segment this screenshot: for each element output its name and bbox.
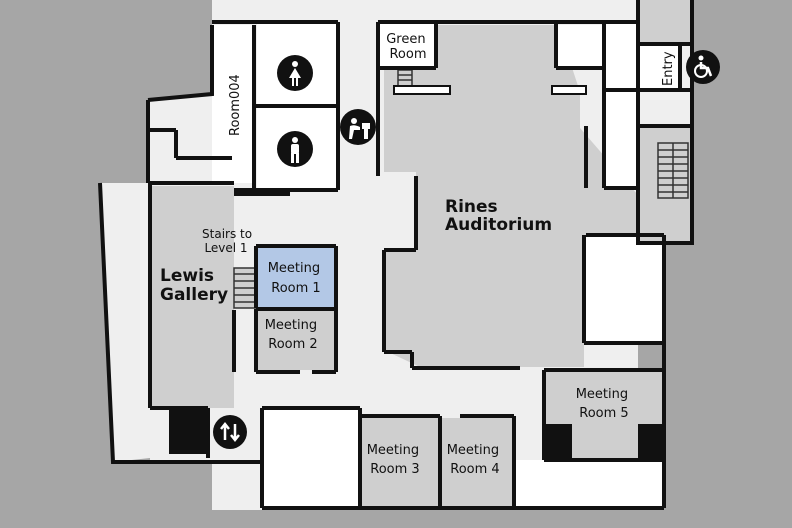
room-south-west (262, 408, 358, 508)
green-room-wing (558, 25, 604, 70)
meeting-room-5-label: Meeting Room 5 (576, 387, 633, 421)
room-east-3 (605, 22, 637, 90)
walls (98, 0, 694, 510)
meeting-room-1-label: Meeting Room 1 (268, 261, 325, 296)
column-block-right (638, 424, 664, 460)
stage-edge-right (551, 85, 587, 95)
room-east-2 (605, 92, 637, 187)
room-south-east (514, 460, 664, 508)
green-room[interactable] (380, 23, 436, 70)
auditorium-label: Rines Auditorium (445, 197, 552, 235)
meeting-room-1[interactable] (257, 248, 335, 308)
meeting-room-4-label: Meeting Room 4 (447, 443, 504, 477)
stairs-to-level1-graphic (233, 267, 257, 309)
meeting-room-3-label: Meeting Room 3 (367, 443, 424, 477)
water-fountain-icon (340, 109, 376, 145)
column-block-left (544, 424, 572, 460)
entry-label: Entry (661, 51, 676, 86)
stage-edge-left (393, 85, 451, 95)
green-room-label: Green Room (386, 32, 430, 62)
elevator-shaft (169, 408, 207, 454)
meeting-room-4[interactable] (441, 418, 513, 508)
room004-label: Room004 (228, 74, 243, 136)
east-stairs-graphic (657, 142, 689, 199)
lewis-gallery-label: Lewis Gallery (160, 266, 228, 305)
meeting-room-2-label: Meeting Room 2 (265, 318, 322, 352)
accessible-icon (686, 50, 720, 84)
room-entry-upper (640, 0, 692, 42)
stairs-label: Stairs to Level 1 (202, 227, 256, 255)
lewis-gallery-area (150, 186, 234, 408)
womens-restroom-icon (277, 55, 313, 91)
room-east-1 (584, 235, 664, 343)
green-room-steps (397, 69, 413, 87)
auditorium-area[interactable] (384, 25, 638, 367)
meeting-room-3[interactable] (361, 418, 439, 508)
entry-room[interactable] (638, 44, 680, 90)
mens-restroom-icon (277, 131, 313, 167)
elevator-icon[interactable] (213, 415, 247, 449)
meeting-room-2[interactable] (257, 310, 335, 370)
